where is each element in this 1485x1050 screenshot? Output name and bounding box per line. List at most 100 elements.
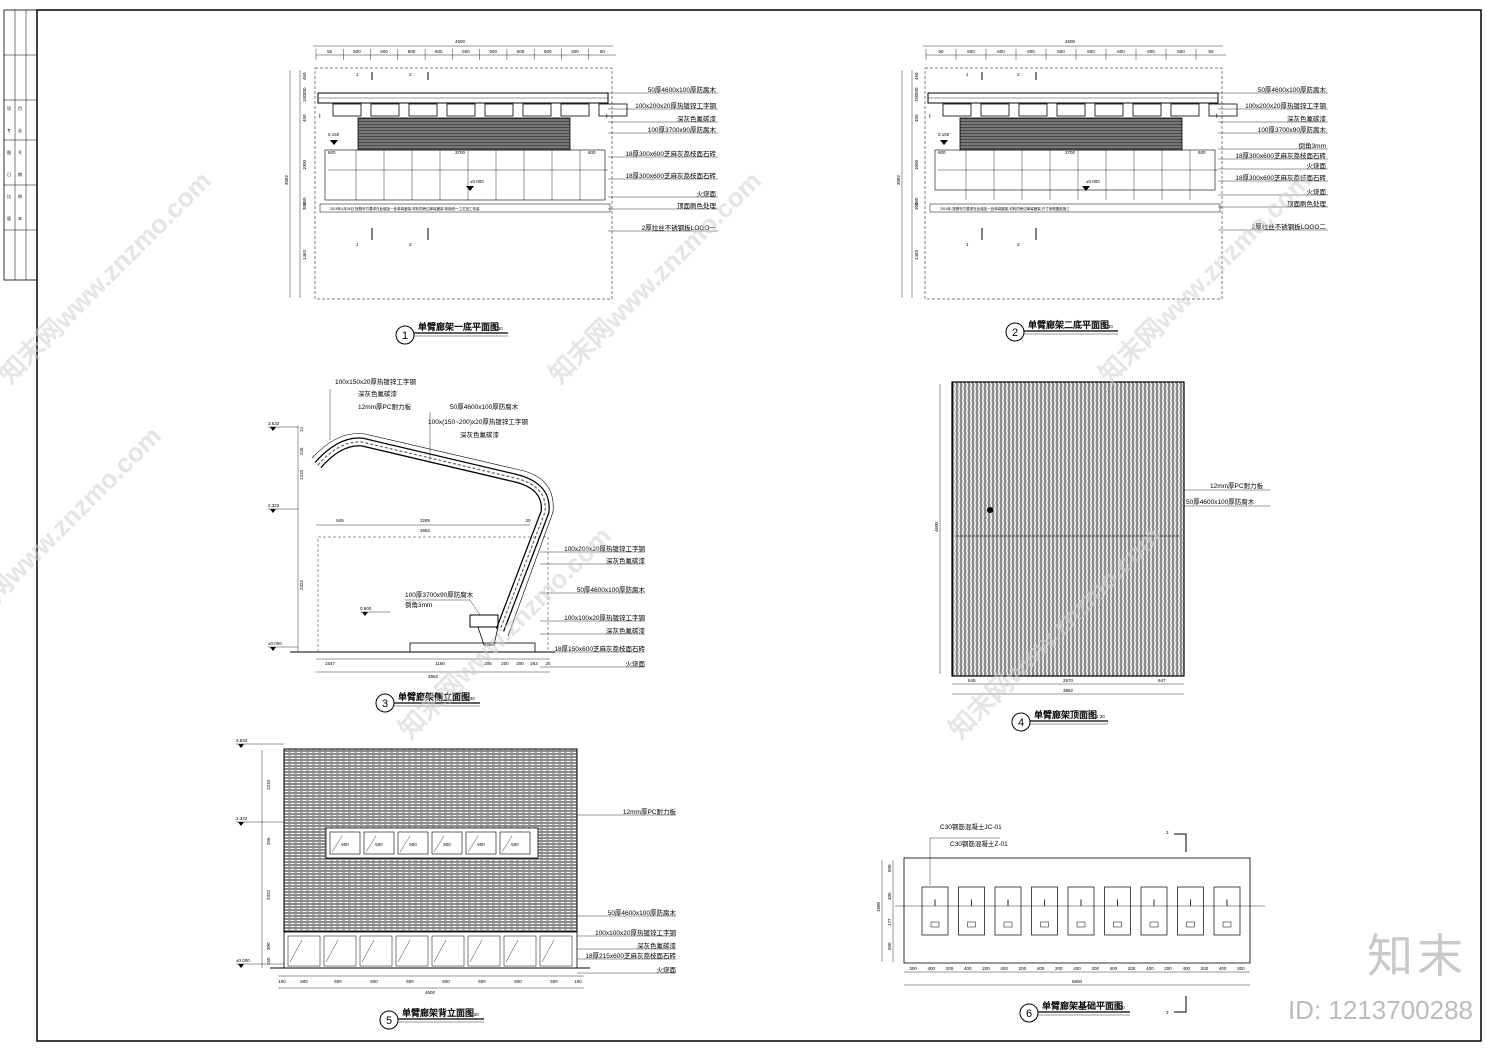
view1-note: 2019年4月26日,按照甲方要求在此增加一处单臂廊架,材料同旁边单臂廊架,采用…: [330, 206, 480, 211]
dimension: 3700: [1065, 150, 1076, 155]
dimension: 600: [514, 979, 522, 984]
dimension: 50: [600, 49, 606, 54]
dimension: 1547: [325, 661, 336, 666]
callout-label: 50厚4600x100厚防腐木: [648, 85, 717, 94]
callout-label: 18厚215x600芝麻灰荔枝面石砖: [585, 951, 676, 960]
view-scale: 1:30: [466, 696, 475, 701]
dimension: 500: [887, 864, 892, 872]
dimension: 600: [938, 150, 946, 155]
post: [598, 103, 628, 117]
dimension: 300: [914, 202, 919, 210]
callout-label: 顶面刷色处理: [1287, 199, 1327, 208]
dimension: 300: [909, 966, 917, 971]
dimension: 400: [1219, 966, 1227, 971]
dimension: 600: [462, 49, 470, 54]
dimension: 600: [997, 49, 1005, 54]
dimension: 500: [550, 979, 558, 984]
post: [370, 103, 400, 117]
dimension: 645: [336, 518, 344, 523]
view-title: 单臂廊架二底平面图: [1028, 319, 1109, 330]
window-panel: [431, 831, 463, 855]
steel-mark: I: [929, 114, 931, 120]
dimension: 1463: [302, 249, 307, 260]
callout-label: 50厚4600x100厚防腐木: [608, 908, 677, 917]
dimension: 50: [938, 49, 944, 54]
steel-mark: I: [1189, 898, 1192, 908]
dimension: 400: [1073, 966, 1081, 971]
steel-mark: I: [319, 114, 321, 120]
dimension: 500: [353, 49, 361, 54]
dimension: 600: [1057, 49, 1065, 54]
post: [1170, 103, 1200, 117]
callout-label: 深灰色氟碳漆: [358, 389, 398, 398]
callout-label: 深灰色氟碳漆: [606, 556, 646, 565]
callout-label: 火烧面: [697, 189, 717, 198]
dimension: 50: [327, 49, 333, 54]
elevation-mark: 0.150: [328, 132, 340, 137]
dimension: 400: [928, 966, 936, 971]
dimension: 3700: [455, 150, 466, 155]
post: [332, 103, 362, 117]
dimension-total: 4600: [455, 39, 466, 44]
callout-label: 18厚300x600芝麻灰荔枝面石砖: [1235, 173, 1326, 182]
titleblock-cell: 版: [7, 215, 11, 221]
dimension: 450: [302, 197, 307, 205]
section-mark: 1: [966, 242, 969, 247]
view-scale: 1:30: [1116, 1005, 1125, 1010]
dimension: 263: [530, 661, 538, 666]
dimension: 450: [302, 114, 307, 122]
elevation-mark: ±0.000: [268, 641, 282, 646]
lower-panel: [287, 935, 321, 967]
titleblock-cell: 号: [18, 149, 22, 155]
section-mark: 1: [356, 242, 359, 247]
dimension: 400: [1037, 966, 1045, 971]
titleblock-cell: 例: [18, 193, 22, 199]
post: [1094, 103, 1124, 117]
callout-label: 12mm厚PC耐力板: [358, 402, 412, 411]
titleblock-cell: 本: [18, 215, 22, 221]
title-block: 项目专业图号日期比例版本: [3, 9, 38, 281]
lower-panel: [395, 935, 429, 967]
post: [446, 103, 476, 117]
view-number: 5: [386, 1015, 392, 1027]
steel-mark: I: [970, 898, 973, 908]
dimension: 450: [914, 72, 919, 80]
dimension: 400: [1110, 966, 1118, 971]
view-title: 单臂廊架侧立面图: [398, 691, 470, 702]
callout-label: 火烧面: [1307, 161, 1327, 170]
dimension: 600: [435, 49, 443, 54]
dimension: 600: [1087, 49, 1095, 54]
dimension: 600: [1177, 49, 1185, 54]
callout-label: C30钢筋混凝土JC-01: [940, 822, 1002, 831]
dimension: 12: [299, 426, 304, 432]
watermark-text: 知末网www.znzmo.com: [0, 165, 217, 389]
dimension-total: 5800: [1072, 979, 1083, 984]
titleblock-cell: 期: [18, 171, 22, 177]
dimension: 600: [1147, 49, 1155, 54]
view-number: 6: [1026, 1008, 1032, 1020]
dimension: 300: [302, 202, 307, 210]
elevation-mark: 2.322: [236, 816, 248, 821]
window-panel: [499, 831, 531, 855]
callout-label: 顶面刷色处理: [677, 201, 717, 210]
callout-label: 100x150x20厚热镀锌工字钢: [335, 377, 416, 386]
dimension: 450: [914, 114, 919, 122]
post: [560, 103, 590, 117]
dimension-total: 3082: [896, 174, 901, 185]
sheet-border: [36, 9, 1482, 1042]
image-id: ID: 1213700288: [1287, 995, 1473, 1025]
dimension: 200: [1128, 966, 1136, 971]
callout-label: 倒角3mm: [1299, 141, 1326, 150]
steel-mark: I: [1226, 898, 1229, 908]
dimension: 600: [380, 49, 388, 54]
watermark-text: 知末网www.znzmo.com: [543, 165, 767, 389]
dimension: 1160: [435, 661, 445, 666]
dimension: 177: [887, 918, 892, 926]
dimension: 500: [375, 842, 383, 847]
dimension: 400: [964, 966, 972, 971]
dimension: 400: [1183, 966, 1191, 971]
view-scale: 1:30: [470, 1012, 479, 1017]
elevation-mark: 0.600: [360, 606, 372, 611]
post: [408, 103, 438, 117]
